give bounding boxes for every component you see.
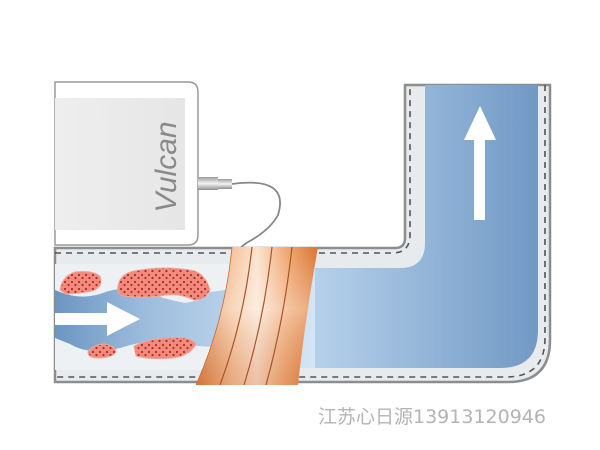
coil-wrap <box>195 246 318 386</box>
flow-arrow-right-icon <box>55 302 140 336</box>
flow-arrow-up-icon <box>464 106 496 220</box>
scale-deposits <box>59 267 211 360</box>
watermark-text: 江苏心日源13913120946 <box>318 406 546 428</box>
vulcan-device <box>54 81 281 257</box>
device-label: Vulcan <box>150 121 183 213</box>
